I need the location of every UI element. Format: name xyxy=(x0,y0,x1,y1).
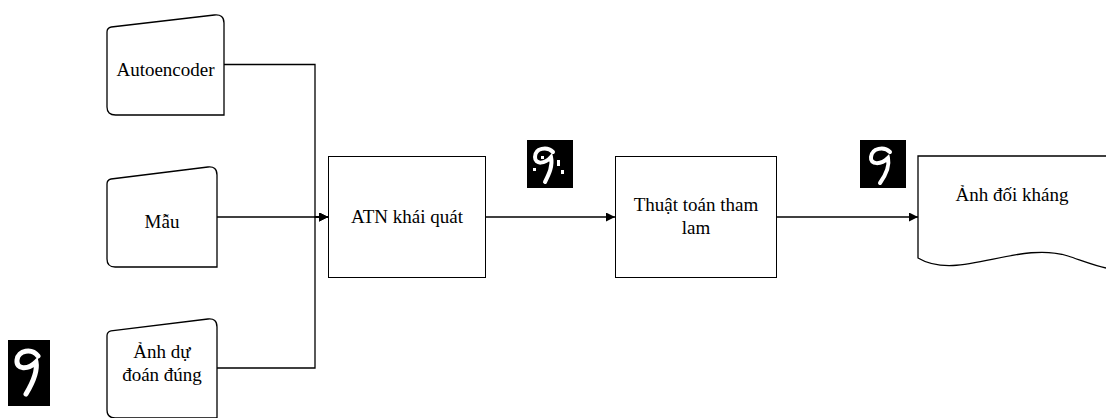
arrow-connector xyxy=(486,216,615,217)
node-label: Autoencoder xyxy=(116,59,214,82)
node-label: Thuật toán tham lam xyxy=(624,194,768,240)
node-label: Mẫu xyxy=(145,211,180,234)
digit-thumbnail-perturbed xyxy=(527,140,573,188)
process-box: Thuật toán tham lam xyxy=(615,156,777,278)
node-label: Ảnh dự đoán đúng xyxy=(115,341,209,387)
arrow-connector xyxy=(777,216,918,217)
digit-thumbnail xyxy=(860,140,906,188)
arrow-connector xyxy=(217,217,328,368)
input-shape: Autoencoder xyxy=(107,14,224,115)
process-box: ATN khái quát xyxy=(328,156,486,278)
arrow-connector xyxy=(224,65,328,218)
document-shape: Ảnh đối kháng xyxy=(918,156,1106,278)
input-shape: Mẫu xyxy=(107,166,217,267)
node-label: ATN khái quát xyxy=(351,206,463,229)
node-label: Ảnh đối kháng xyxy=(956,184,1069,207)
digit-thumbnail xyxy=(8,340,50,406)
input-shape: Ảnh dự đoán đúng xyxy=(107,318,217,418)
node-outline xyxy=(918,156,1106,278)
arrow-connector xyxy=(217,216,328,217)
